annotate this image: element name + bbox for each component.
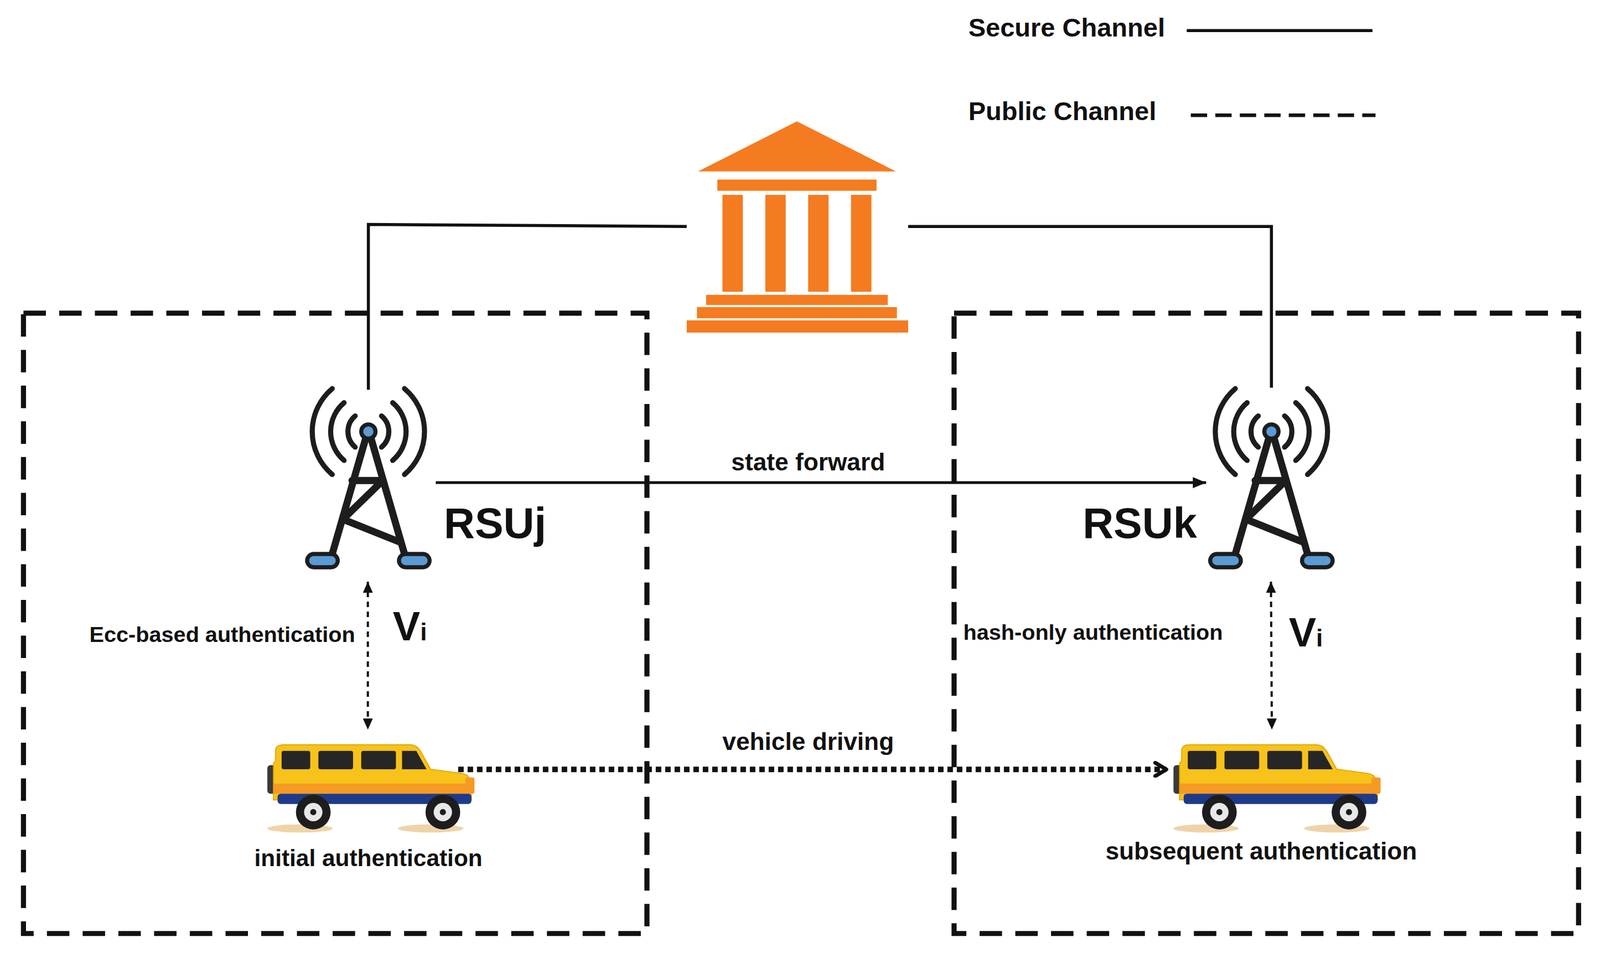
building-column <box>808 194 829 292</box>
roadside-unit: RSUj <box>306 387 430 578</box>
solid-connector <box>435 481 1206 485</box>
vehicle-icon <box>267 744 475 833</box>
rsu-label: RSUj <box>443 498 547 548</box>
dashed-connector <box>1270 581 1272 730</box>
legend-solid-line <box>1186 29 1373 33</box>
vehicle: initial authentication <box>264 742 472 832</box>
building-step <box>686 320 909 333</box>
dotted-connector <box>458 766 1167 773</box>
building-beam <box>717 179 877 191</box>
legend-text: Public Channel <box>968 96 1157 127</box>
authority-building <box>686 121 909 333</box>
building-column <box>851 194 872 292</box>
coverage-region <box>954 313 1579 934</box>
building-step <box>706 294 888 305</box>
vehicle-icon <box>1173 744 1381 833</box>
vehicle-id-label: Vi <box>392 603 428 651</box>
edge-label: Ecc-based authentication <box>89 622 356 648</box>
roadside-unit: RSUk <box>1209 387 1333 578</box>
dashed-connector <box>366 581 370 730</box>
building-step <box>696 307 897 319</box>
building-roof <box>697 121 897 172</box>
vehicle-caption: initial authentication <box>254 844 483 872</box>
vehicle: subsequent authentication <box>1168 742 1376 832</box>
rsu-tower <box>1210 388 1333 568</box>
edge-label: hash-only authentication <box>963 619 1224 646</box>
edge-label: state forward <box>731 448 885 477</box>
secure-channel-line <box>368 224 687 391</box>
vehicle-id-label: Vi <box>1288 609 1324 657</box>
secure-channel-line <box>908 226 1272 388</box>
vehicle-caption: subsequent authentication <box>1105 836 1417 866</box>
legend-text: Secure Channel <box>968 12 1165 43</box>
coverage-region <box>23 313 647 934</box>
edge-label: vehicle driving <box>722 727 894 757</box>
rsu-tower <box>307 388 430 568</box>
rsu-label: RSUk <box>1082 498 1198 548</box>
building-column <box>765 194 786 292</box>
building-column <box>722 194 743 292</box>
legend-dashed-line <box>1191 113 1376 117</box>
